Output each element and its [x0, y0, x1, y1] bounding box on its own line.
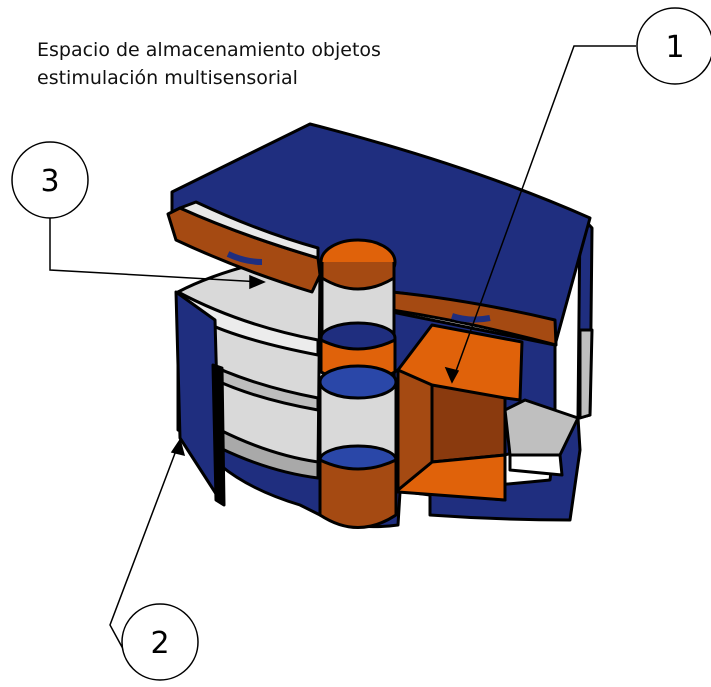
shelf-top — [176, 290, 320, 357]
callout-3-circle — [11, 141, 89, 219]
cylinder-liquid-top — [318, 364, 398, 400]
drawer-right-handle — [451, 313, 491, 323]
drawer-left-inner — [178, 200, 320, 260]
callout-1-leader — [451, 45, 636, 383]
door-edge — [211, 363, 226, 507]
callout-3-label: 3 — [40, 164, 59, 199]
cylinder-base — [318, 458, 398, 529]
callout-2-circle — [121, 603, 199, 681]
diagram-title: Espacio de almacenamiento objetos estimu… — [37, 36, 497, 92]
cylinder-cap-side — [320, 262, 396, 291]
orange-box-inner — [430, 383, 507, 464]
shelf-bottom — [218, 428, 320, 480]
drawer-left-handle — [226, 251, 263, 265]
shelf-middle — [198, 358, 320, 412]
callout-2-arrowhead — [170, 438, 186, 457]
callout-3-arrowhead — [249, 274, 266, 290]
right-gray-edge — [578, 328, 594, 420]
callout-1-label: 1 — [665, 30, 684, 65]
callout-3-leader — [49, 218, 263, 283]
orange-box-side — [396, 368, 434, 492]
right-bin — [503, 398, 580, 457]
title-line-2: estimulación multisensorial — [37, 67, 298, 89]
callout-2-label: 2 — [150, 626, 169, 661]
right-bin-front — [508, 453, 564, 477]
callout-1-arrowhead — [444, 366, 460, 384]
title-line-1: Espacio de almacenamiento objetos — [37, 39, 381, 61]
callout-1-circle — [636, 7, 711, 85]
